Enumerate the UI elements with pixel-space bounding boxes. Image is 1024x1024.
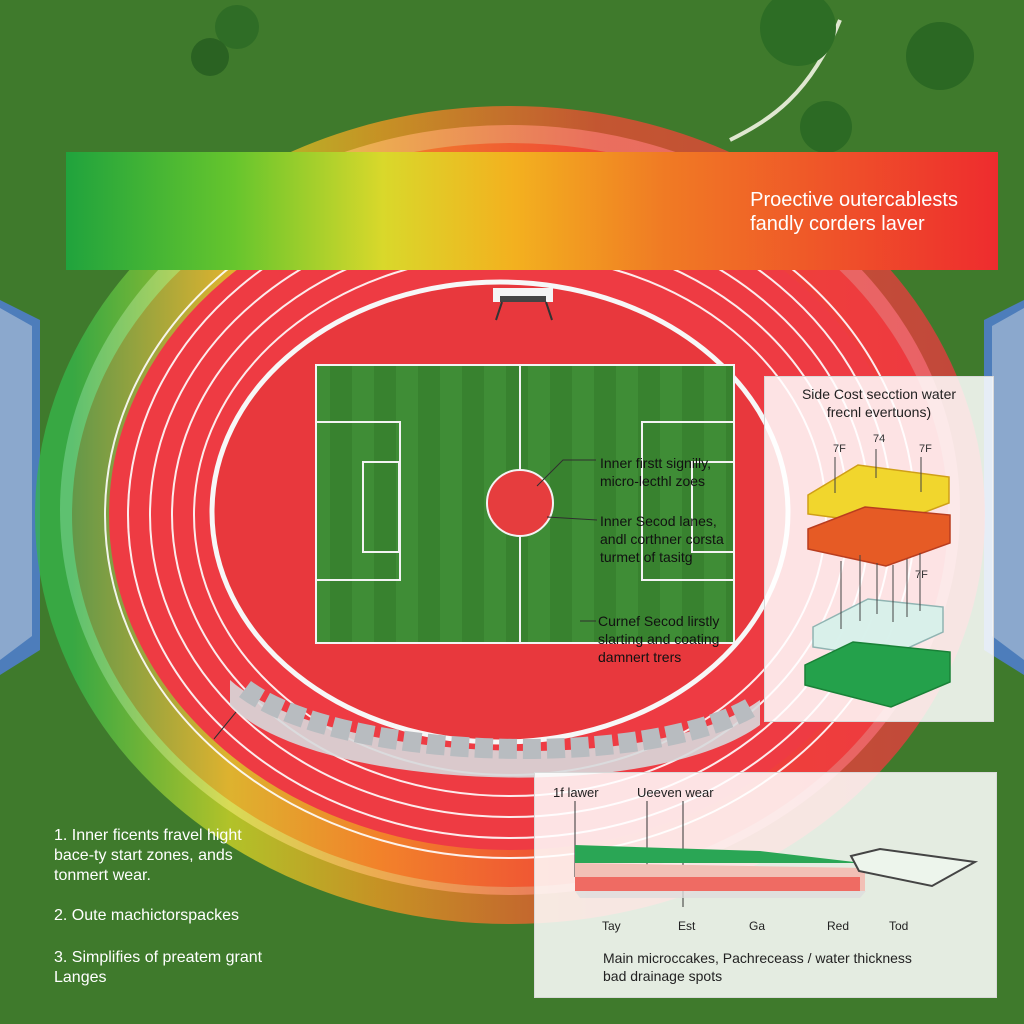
heatmap-label-line-1: Proective outercablests <box>750 189 958 211</box>
heatmap-label: Proective outercablests fandly corders l… <box>750 188 958 236</box>
section-panel-title: Side Cost secction water frecnl evertuon… <box>765 385 993 421</box>
section-small-label-2: 74 <box>873 433 886 445</box>
section-small-label-1: 7F <box>833 443 846 455</box>
right-goal-area <box>691 461 735 553</box>
note-1-line-3: tonmert wear. <box>54 867 151 884</box>
profile-bottom-label-red: Red <box>827 919 850 933</box>
callout-current-second-line-3: damnert trers <box>598 649 682 665</box>
section-small-label-4: 7F <box>915 569 928 581</box>
tree-far-right <box>906 22 974 90</box>
profile-panel: 1f lawer Ueeven wear Tay Est Ga Red Tod … <box>534 772 997 998</box>
profile-diagram <box>574 801 979 907</box>
heatmap-banner: Proective outercablests fandly corders l… <box>66 152 998 270</box>
callout-inner-first-line-1: Inner firstt signilly, <box>600 455 711 471</box>
profile-bottom-label-ga: Ga <box>749 919 766 933</box>
profile-note-line-2: bad drainage spots <box>603 968 723 984</box>
section-panel-title-line-1: Side Cost secction water <box>801 386 957 402</box>
tree-right-middle <box>800 101 852 153</box>
profile-label-uneven-wear: Ueeven wear <box>637 785 714 800</box>
callout-current-second-line-2: slarting and coating <box>598 631 720 647</box>
tree-top-left <box>215 5 259 49</box>
note-1-line-2: bace-ty start zones, ands <box>54 847 233 864</box>
left-goal-area <box>362 461 400 553</box>
section-layers-diagram <box>804 449 951 708</box>
profile-bottom-label-est: Est <box>678 919 696 933</box>
profile-bottom-label-tod: Tod <box>889 919 909 933</box>
note-2: 2. Oute machictorspackes <box>54 906 354 926</box>
callout-inner-second-line-2: andl corthner corsta <box>600 531 724 547</box>
tree-top-right <box>760 0 836 66</box>
callout-inner-first: Inner firstt signilly, micro-lecthl zoes <box>600 454 711 490</box>
callout-inner-second: Inner Secod lanes, andl corthner corsta … <box>600 512 724 566</box>
section-panel-title-line-2: frecnl evertuons) <box>826 404 932 420</box>
note-3-line-1: 3. Simplifies of preatem grant <box>54 949 263 966</box>
callout-current-second: Curnef Secod lirstly slarting and coatin… <box>598 612 719 666</box>
profile-label-lawer: 1f lawer <box>553 785 599 800</box>
callout-inner-first-line-2: micro-lecthl zoes <box>600 473 706 489</box>
tree-top-left-small <box>191 38 229 76</box>
heatmap-gradient <box>66 152 998 270</box>
heatmap-label-line-2: fandly corders laver <box>750 213 925 235</box>
note-3: 3. Simplifies of preatem grant Langes <box>54 948 354 988</box>
profile-note: Main microccakes, Pachreceass / water th… <box>603 949 973 985</box>
callout-inner-second-line-3: turmet of tasitg <box>600 549 693 565</box>
callout-current-second-line-1: Curnef Secod lirstly <box>598 613 720 629</box>
profile-bottom-label-tay: Tay <box>602 919 621 933</box>
note-3-line-2: Langes <box>54 969 107 986</box>
left-stands <box>0 300 40 675</box>
center-circle <box>486 469 554 537</box>
note-1-line-1: 1. Inner ficents fravel hight <box>54 827 242 844</box>
profile-note-line-1: Main microccakes, Pachreceass / water th… <box>603 950 912 966</box>
callout-inner-second-line-1: Inner Secod lanes, <box>600 513 717 529</box>
section-panel: Side Cost secction water frecnl evertuon… <box>764 376 994 722</box>
note-2-line-1: 2. Oute machictorspackes <box>54 907 239 924</box>
right-stands <box>984 300 1024 675</box>
section-small-label-3: 7F <box>919 443 932 455</box>
bottom-stands <box>230 680 760 778</box>
note-1: 1. Inner ficents fravel hight bace-ty st… <box>54 826 354 886</box>
scoreboard-icon <box>493 288 553 321</box>
